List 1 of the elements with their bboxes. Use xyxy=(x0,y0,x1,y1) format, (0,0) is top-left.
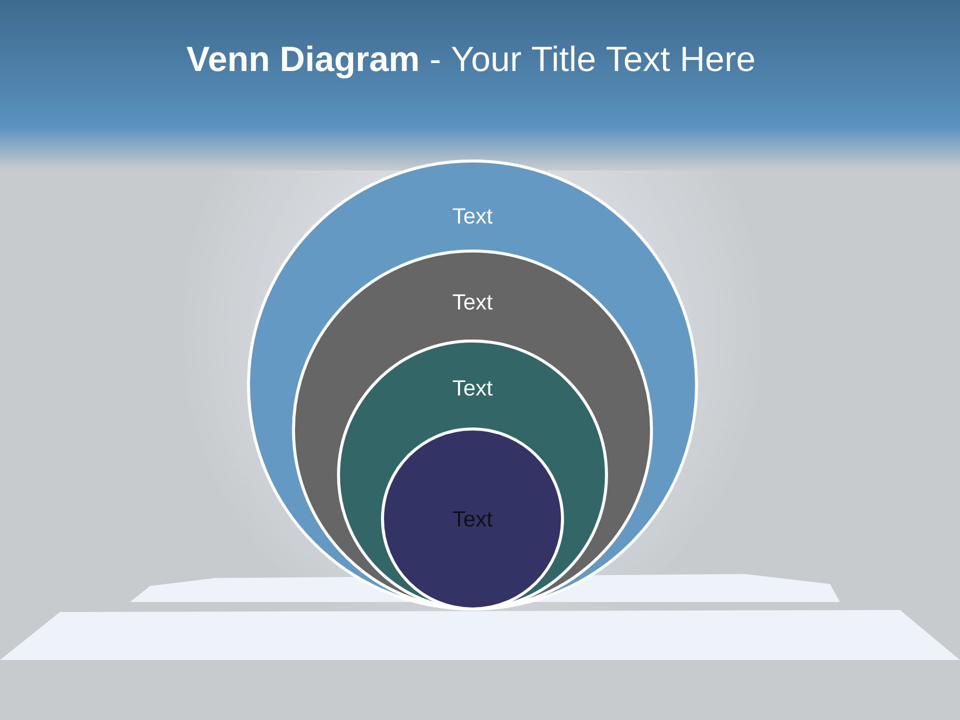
title: Venn Diagram - Your Title Text Here xyxy=(186,46,754,78)
